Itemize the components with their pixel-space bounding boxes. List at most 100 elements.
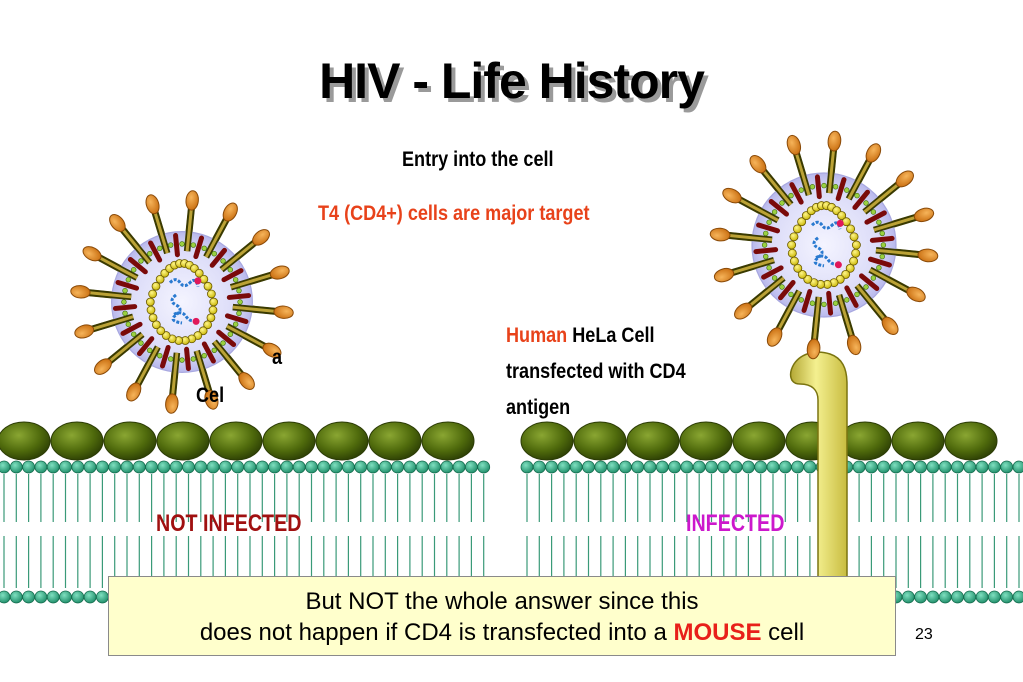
lipid-head	[378, 460, 392, 474]
capsid-bead	[851, 248, 861, 258]
capsid-bead	[155, 274, 165, 284]
membrane-protein	[103, 421, 157, 461]
lipid-head	[926, 460, 940, 474]
membrane-protein	[573, 421, 627, 461]
lipid-head	[243, 460, 257, 474]
gp120-knob	[94, 358, 112, 375]
lipid-head	[963, 590, 977, 604]
lipid-head	[988, 460, 1001, 474]
rna-strand	[170, 293, 183, 325]
capsid-bead	[787, 248, 797, 258]
gp120-knob	[82, 246, 102, 262]
capsid-bead	[797, 217, 807, 227]
lipid-head	[9, 590, 23, 604]
gp120-knob	[709, 227, 731, 242]
lipid-head	[582, 460, 595, 474]
lipid-head	[317, 460, 331, 474]
lipid-head	[46, 590, 60, 604]
capsid-bead	[841, 217, 851, 227]
lipid-head	[0, 460, 11, 474]
lipid-head	[428, 460, 441, 474]
lipid-head	[717, 460, 731, 474]
capsid-bead	[148, 289, 157, 299]
lipid-head	[292, 460, 306, 474]
capsid-bead	[151, 281, 161, 291]
lipid-head	[255, 460, 269, 474]
lipid-head	[194, 460, 208, 474]
membrane-protein	[50, 421, 104, 461]
hela-line3: antigen	[506, 396, 571, 419]
gp120-knob	[713, 267, 735, 283]
lipid-head	[22, 590, 36, 604]
gp120-knob	[109, 214, 126, 232]
gp120-knob	[222, 202, 238, 222]
gp120-knob	[827, 130, 842, 152]
lipid-head	[975, 590, 989, 604]
note-box: But NOT the whole answer since this does…	[108, 576, 896, 656]
rna-strand	[812, 236, 825, 268]
lipid-head	[59, 590, 72, 604]
left-partial-label-2: Cel	[196, 384, 225, 407]
gp120-knob	[238, 372, 255, 390]
lipid-head	[96, 460, 109, 474]
lipid-head	[729, 460, 743, 474]
note-line2-prefix: does not happen if CD4 is transfected in…	[199, 619, 674, 646]
lipid-head	[852, 460, 866, 474]
capsid-bead	[787, 240, 797, 250]
lipid-head	[268, 460, 282, 474]
not-infected-label: NOT INFECTED	[156, 510, 302, 537]
target-label: T4 (CD4+) cells are major target	[318, 202, 590, 225]
lipid-head	[341, 460, 355, 474]
capsid-bead	[837, 211, 847, 221]
gp120-knob	[846, 334, 862, 356]
lipid-head	[34, 590, 48, 604]
membrane-protein	[679, 421, 733, 461]
membrane-protein	[0, 421, 51, 461]
rna-strand	[173, 311, 197, 323]
lipid-head	[329, 460, 343, 474]
gp120-knob	[917, 248, 939, 263]
hela-label: Human HeLa Cell transfected with CD4 ant…	[506, 318, 686, 426]
lipid-head	[520, 460, 534, 474]
membrane-protein	[421, 421, 475, 461]
lipid-head	[1000, 590, 1014, 604]
capsid-bead	[194, 268, 204, 278]
lipid-head	[132, 460, 146, 474]
capsid-bead	[841, 269, 851, 279]
lipid-head	[452, 460, 466, 474]
lipid-head	[22, 460, 36, 474]
lipid-head	[963, 460, 977, 474]
gp120-knob	[749, 155, 767, 174]
gp120-knob	[145, 194, 160, 215]
lipid-head	[951, 590, 964, 604]
capsid-bead	[156, 326, 166, 336]
capsid-bead	[146, 305, 156, 315]
page-title: HIV - Life History	[319, 53, 705, 109]
lipid-head	[975, 460, 989, 474]
membrane-protein	[944, 421, 998, 461]
gp120-knob	[252, 229, 270, 246]
lipid-head	[0, 590, 11, 604]
capsid-bead	[203, 281, 213, 291]
lipid-head	[108, 460, 122, 474]
gp120-knob	[766, 327, 783, 347]
gp120-knob	[881, 316, 899, 335]
capsid-bead	[792, 224, 802, 234]
lipid-head	[865, 460, 878, 474]
entry-label: Entry into the cell	[402, 148, 554, 171]
gp120-knob	[786, 134, 802, 156]
capsid-bead	[152, 320, 161, 330]
capsid-bead	[198, 326, 208, 336]
capsid-bead	[849, 256, 859, 266]
lipid-head	[791, 460, 804, 474]
lipid-head	[182, 460, 195, 474]
lipid-head	[655, 460, 669, 474]
lipid-head	[366, 460, 380, 474]
lipid-head	[951, 460, 964, 474]
cd4-receptor	[789, 351, 848, 581]
infected-label: INFECTED	[686, 510, 785, 537]
lipid-head	[766, 460, 780, 474]
lipid-head	[477, 460, 491, 474]
lipid-head	[96, 590, 109, 604]
lipid-head	[464, 460, 478, 474]
